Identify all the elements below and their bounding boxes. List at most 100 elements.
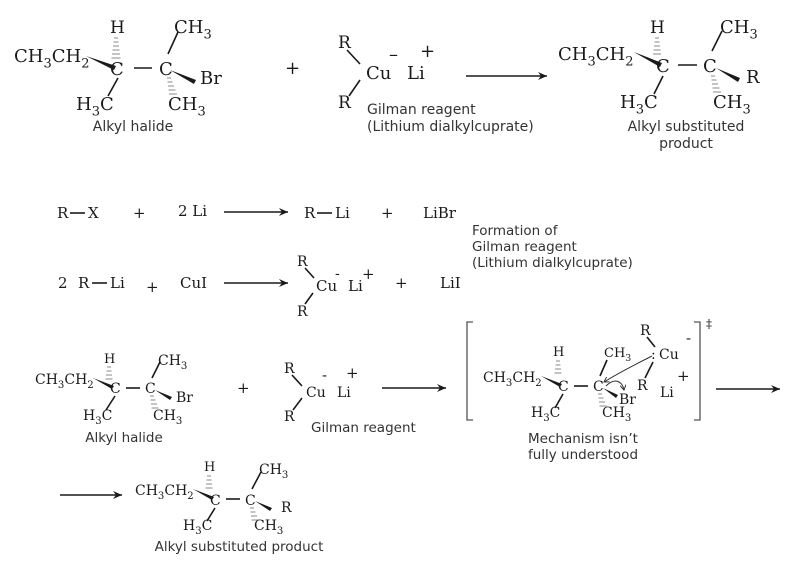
ethyl-group: CH3CH2 bbox=[14, 46, 90, 71]
bond bbox=[167, 31, 179, 55]
methyl-group: H3C bbox=[76, 94, 114, 119]
lithium-iodide: LiI bbox=[440, 274, 461, 292]
hashed-bond bbox=[167, 77, 177, 95]
methyl-group: CH3 bbox=[254, 518, 283, 537]
formation-step1: R X + 2 Li R Li + LiBr bbox=[57, 202, 457, 222]
left-bracket bbox=[466, 321, 473, 421]
positive-charge: + bbox=[420, 41, 435, 62]
mechanism-product: CH3CH2 H C C CH3 R H3C CH3 Alkyl substit… bbox=[135, 460, 323, 555]
r-group: R bbox=[637, 378, 648, 394]
reaction1-alkyl-halide: CH3CH2 H C C CH3 Br H3C CH3 Alkyl halide bbox=[14, 17, 222, 135]
carbon-atom: C bbox=[145, 381, 156, 397]
bromine-atom: Br bbox=[176, 390, 193, 406]
r-group: R bbox=[284, 409, 295, 425]
methyl-group: CH3 bbox=[604, 346, 631, 364]
hydrogen-atom: H bbox=[110, 18, 125, 38]
carbon-atom: C bbox=[159, 59, 173, 80]
lithium-atom: Li bbox=[407, 63, 425, 84]
ethyl-group: CH3CH2 bbox=[135, 483, 194, 502]
wedge-bond bbox=[170, 70, 196, 84]
copper-atom: Cu bbox=[306, 385, 326, 401]
wedge-bond bbox=[86, 56, 116, 70]
wedge-bond bbox=[541, 376, 562, 387]
hydrogen-atom: H bbox=[204, 460, 215, 475]
gilman-caption-sub: (Lithium dialkylcuprate) bbox=[367, 119, 534, 135]
reaction1-product: CH3CH2 H C C CH3 R H3C CH3 Alkyl substit… bbox=[558, 17, 760, 152]
r-group: R bbox=[284, 361, 295, 377]
bond bbox=[251, 471, 262, 490]
product-caption: Alkyl substituted product bbox=[155, 539, 324, 555]
r-group: R bbox=[640, 323, 651, 339]
r-group: R bbox=[57, 204, 69, 222]
ethyl-group: CH3CH2 bbox=[35, 372, 94, 391]
transition-state: ‡ CH3CH2 H C C CH3 Br H3C CH3 R : Cu - R… bbox=[466, 317, 712, 463]
formation-caption-line2: Gilman reagent bbox=[472, 239, 577, 255]
r-group: R bbox=[78, 274, 90, 292]
halogen-x: X bbox=[88, 204, 99, 222]
r-group: R bbox=[338, 93, 352, 113]
bromine-atom: Br bbox=[200, 68, 222, 89]
negative-charge: – bbox=[389, 44, 398, 65]
mechanism-gilman-reagent: R Cu - R Li + Gilman reagent bbox=[284, 361, 416, 436]
gilman-caption: Gilman reagent bbox=[311, 420, 416, 436]
plus-sign: + bbox=[237, 379, 250, 397]
product-caption-sub: product bbox=[659, 136, 713, 152]
carbon-atom: C bbox=[110, 59, 124, 80]
plus-sign: + bbox=[146, 278, 159, 296]
mechanism-caption-sub: fully understood bbox=[528, 447, 638, 463]
methyl-group: CH3 bbox=[174, 17, 212, 42]
lithium-reagent: 2 Li bbox=[178, 202, 207, 220]
hashed-bond bbox=[105, 366, 113, 380]
wedge-bond bbox=[634, 52, 662, 67]
methyl-group: CH3 bbox=[259, 462, 288, 481]
bond bbox=[554, 393, 564, 409]
hashed-bond bbox=[598, 393, 607, 407]
methyl-group: CH3 bbox=[602, 405, 631, 424]
methyl-group: CH3 bbox=[713, 92, 751, 117]
formation-step2: 2 R Li + CuI R Cu - R Li + + LiI bbox=[58, 254, 461, 320]
hashed-bond bbox=[111, 37, 121, 59]
hashed-bond bbox=[554, 360, 562, 374]
wedge-bond bbox=[193, 489, 214, 500]
bond bbox=[653, 75, 664, 95]
lithium-atom: Li bbox=[348, 277, 363, 295]
bromine-atom: Br bbox=[619, 392, 636, 408]
hashed-bond bbox=[250, 507, 259, 521]
bond bbox=[599, 359, 608, 377]
r-group: R bbox=[281, 500, 292, 516]
wedge-bond bbox=[603, 388, 618, 398]
carbon-atom: C bbox=[656, 56, 670, 77]
lithium-atom: Li bbox=[335, 204, 350, 222]
hashed-bond bbox=[205, 475, 213, 489]
methyl-group: CH3 bbox=[153, 408, 182, 427]
methyl-group: CH3 bbox=[158, 353, 187, 372]
ethyl-group: CH3CH2 bbox=[483, 370, 542, 389]
carbon-atom: C bbox=[558, 379, 569, 395]
wedge-bond bbox=[155, 390, 172, 400]
carbon-atom: C bbox=[703, 56, 717, 77]
carbon-atom: C bbox=[593, 379, 604, 395]
methyl-group: H3C bbox=[83, 408, 112, 427]
electron-push-arrow bbox=[604, 355, 653, 382]
copper-iodide: CuI bbox=[180, 274, 207, 292]
lone-pair: : bbox=[651, 347, 656, 363]
carbon-atom: C bbox=[210, 493, 221, 509]
r-group: R bbox=[304, 204, 316, 222]
r-group: R bbox=[746, 67, 760, 88]
r-group: R bbox=[297, 254, 308, 270]
plus-sign: + bbox=[133, 204, 146, 222]
reaction1-gilman-reagent: R Cu – R Li + Gilman reagent (Lithium di… bbox=[338, 33, 534, 135]
bond bbox=[348, 79, 361, 97]
plus-sign: + bbox=[395, 274, 408, 292]
bond bbox=[105, 395, 116, 411]
lithium-atom: Li bbox=[110, 274, 125, 292]
negative-charge: - bbox=[686, 329, 691, 347]
carbon-atom: C bbox=[245, 493, 256, 509]
ethyl-group: CH3CH2 bbox=[558, 44, 634, 69]
electron-push-arrow bbox=[605, 380, 624, 390]
bond bbox=[644, 361, 654, 379]
alkyl-halide-caption: Alkyl halide bbox=[93, 119, 173, 135]
methyl-group: H3C bbox=[531, 405, 560, 424]
wedge-bond bbox=[716, 68, 740, 82]
